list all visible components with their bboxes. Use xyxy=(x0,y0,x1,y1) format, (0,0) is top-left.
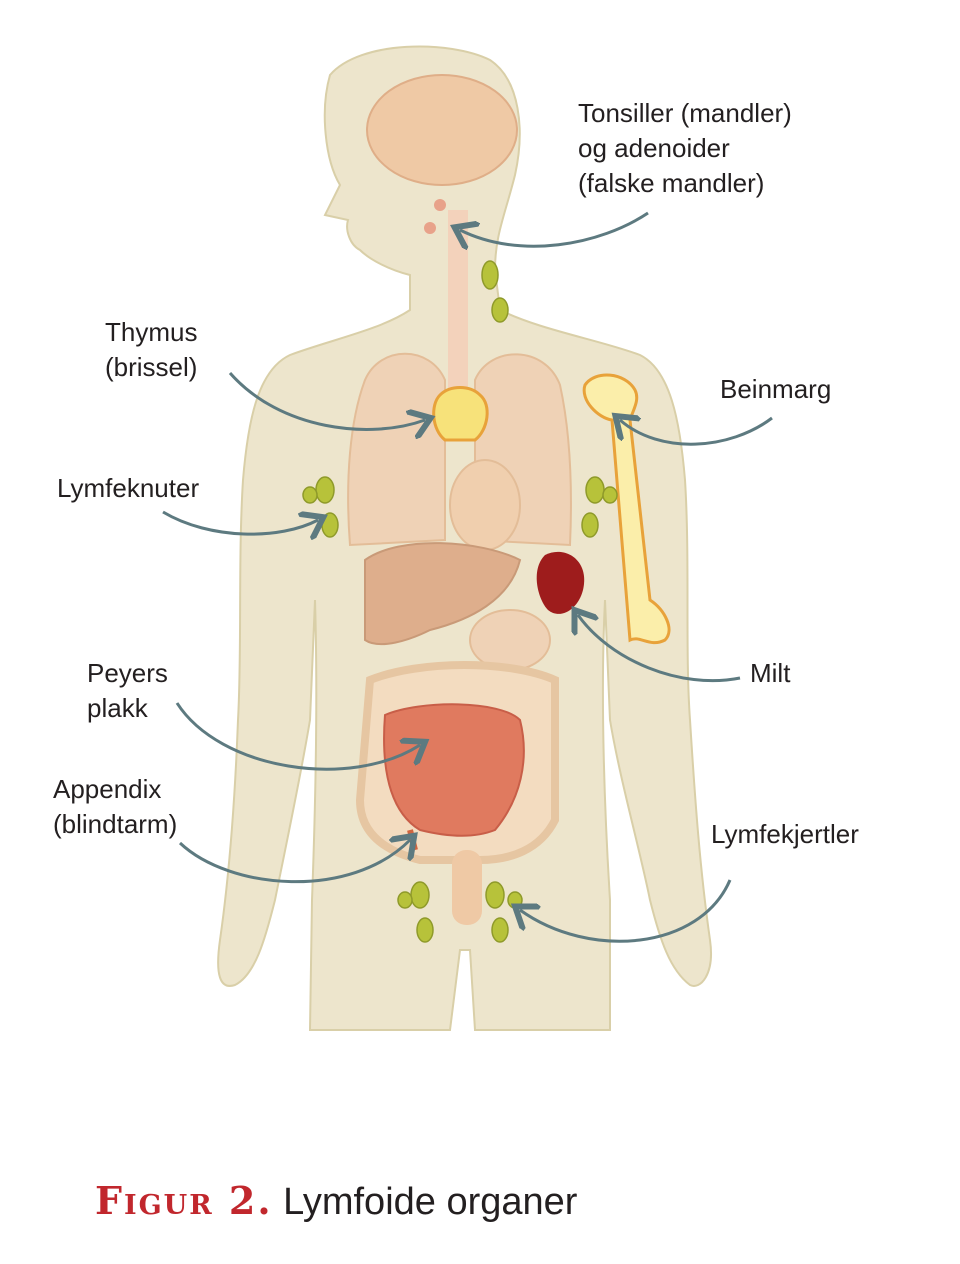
figure-title: Lymfoide organer xyxy=(283,1181,578,1223)
rectum xyxy=(452,850,482,925)
label-spleen: Milt xyxy=(750,658,791,688)
label-thymus: Thymus (brissel) xyxy=(105,317,198,382)
spleen xyxy=(536,551,585,614)
arrow-lymph-nodes xyxy=(162,510,318,534)
figure-caption: Figur 2. Lymfoide organer xyxy=(95,1178,577,1224)
label-appendix: Appendix (blindtarm) xyxy=(53,774,178,839)
label-bone-marrow: Beinmarg xyxy=(720,374,832,404)
lymph-nodes xyxy=(302,260,618,943)
arrow-thymus xyxy=(228,372,425,429)
pointer-arrows xyxy=(162,211,773,943)
arrow-lymph-glands xyxy=(520,879,732,943)
label-lymph-nodes: Lymfeknuter xyxy=(57,473,200,503)
heart xyxy=(449,459,521,551)
femur-bone xyxy=(582,373,671,645)
label-tonsils: Tonsiller (mandler) og adenoider (falske… xyxy=(578,98,792,198)
label-lymph-glands: Lymfekjertler xyxy=(711,819,859,849)
brain xyxy=(366,74,518,186)
arrow-appendix xyxy=(178,840,410,884)
figure-number: Figur 2. xyxy=(95,1178,273,1223)
arrow-spleen xyxy=(578,615,741,683)
arrow-bone-marrow xyxy=(620,418,773,446)
label-peyers: Peyers plakk xyxy=(87,658,168,723)
thymus xyxy=(432,386,489,442)
stomach xyxy=(469,609,551,671)
liver xyxy=(364,542,522,646)
arrow-tonsils xyxy=(460,211,649,246)
small-intestine xyxy=(383,703,525,837)
trachea xyxy=(448,210,468,390)
lung-right xyxy=(347,352,446,547)
tonsils xyxy=(424,199,446,234)
arrow-peyers xyxy=(175,702,420,771)
